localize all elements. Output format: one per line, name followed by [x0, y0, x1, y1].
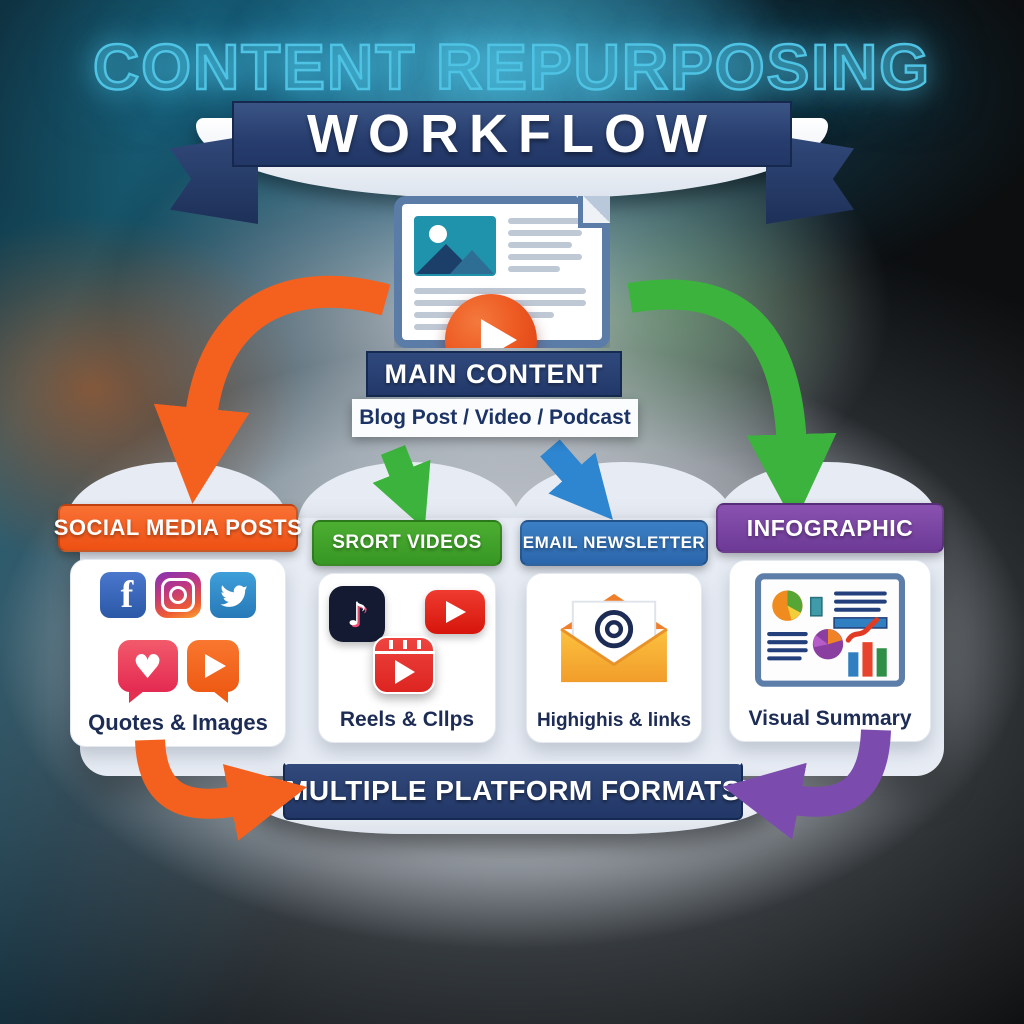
email-caption: Highighis & links — [536, 710, 692, 731]
arrow-to-email — [540, 439, 613, 520]
main-content-label: MAIN CONTENT — [366, 351, 622, 397]
arrow-to-videos — [372, 445, 431, 530]
arrow-infographic-to-formats — [722, 729, 891, 840]
main-content-formats: Blog Post / Video / Podcast — [352, 399, 638, 437]
main-content-document — [394, 196, 610, 348]
workflow-ribbon: WORKFLOW — [232, 101, 792, 167]
arrow-to-infographic — [627, 279, 837, 525]
instagram-icon — [155, 572, 201, 618]
formats-banner-label: MULTIPLE PLATFORM FORMATS — [285, 775, 741, 806]
formats-banner: MULTIPLE PLATFORM FORMATS — [283, 761, 743, 820]
videos-caption: Reels & Cllps — [339, 708, 475, 731]
play-bubble-icon — [186, 640, 239, 703]
page-title: CONTENT REPURPOSING — [92, 30, 932, 105]
article-image-icon — [414, 216, 496, 276]
page-fold-corner — [578, 196, 610, 228]
card-short-videos: SRORT VIDEOS Reels & Cllps — [312, 520, 502, 743]
reels-icon — [373, 636, 435, 694]
facebook-icon — [100, 572, 146, 618]
chart-panel-icon — [755, 573, 905, 687]
tiktok-icon — [329, 586, 385, 642]
social-media-posts-header: SOCIAL MEDIA POSTS — [54, 504, 302, 552]
workflow-label: WORKFLOW — [307, 104, 717, 164]
heart-bubble-icon — [117, 640, 178, 703]
arrow-social-to-formats — [135, 738, 308, 841]
infographic-caption: Visual Summary — [748, 707, 912, 730]
youtube-icon — [425, 590, 485, 634]
email-envelope-icon — [560, 593, 668, 683]
twitter-icon — [210, 572, 256, 618]
social-caption: Quotes & Images — [88, 710, 268, 735]
arrow-to-social — [153, 275, 391, 504]
card-social-media-posts: SOCIAL MEDIA POSTS Quotes & Images — [54, 504, 302, 747]
email-newsletter-header: EMAIL NEWSLETTER — [520, 520, 708, 566]
card-email-newsletter: EMAIL NEWSLETTER Highighis & links — [520, 520, 708, 743]
